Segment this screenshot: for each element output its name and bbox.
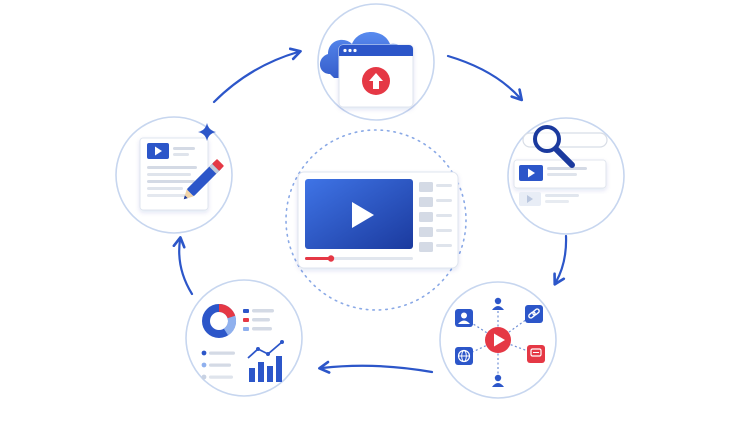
magnifier-handle xyxy=(553,146,575,168)
cloud-upload-icon xyxy=(319,32,414,108)
share-network-icon xyxy=(455,297,545,387)
analytics-chart-icon xyxy=(201,303,284,382)
arrow-analytics-to-create xyxy=(172,236,194,296)
bar-chart-icon xyxy=(247,340,284,382)
arrow-search-to-distribute xyxy=(553,234,568,286)
user-node-icon xyxy=(492,374,504,387)
user-node-icon xyxy=(492,297,504,310)
link-icon xyxy=(525,305,543,323)
sparkle-icon xyxy=(198,123,216,141)
stage-search xyxy=(507,117,625,235)
arrow-distribute-to-analytics xyxy=(318,360,434,374)
chat-message-icon xyxy=(527,345,545,363)
profile-card-icon xyxy=(455,309,473,327)
center-dotted-ring xyxy=(285,129,467,311)
stage-upload xyxy=(317,3,435,121)
pencil-icon xyxy=(183,159,224,200)
donut-chart-icon xyxy=(202,303,236,338)
flow-arrows xyxy=(172,47,568,374)
stage-analytics xyxy=(185,279,303,397)
video-progress-bar xyxy=(305,255,413,262)
list-lines xyxy=(201,350,235,380)
stage-distribute xyxy=(439,281,557,399)
stage-create xyxy=(115,116,233,234)
arrow-create-to-upload xyxy=(212,47,302,104)
video-player-center xyxy=(285,129,467,311)
video-sidebar-thumbnails xyxy=(419,182,452,252)
globe-icon xyxy=(455,347,473,365)
arrow-upload-to-search xyxy=(446,54,524,102)
play-icon xyxy=(352,202,374,228)
magnifier-lens xyxy=(533,125,561,153)
edit-document-icon xyxy=(139,123,224,211)
legend-lines xyxy=(243,309,274,331)
search-icon xyxy=(513,125,608,206)
upload-arrow-icon xyxy=(369,73,383,89)
